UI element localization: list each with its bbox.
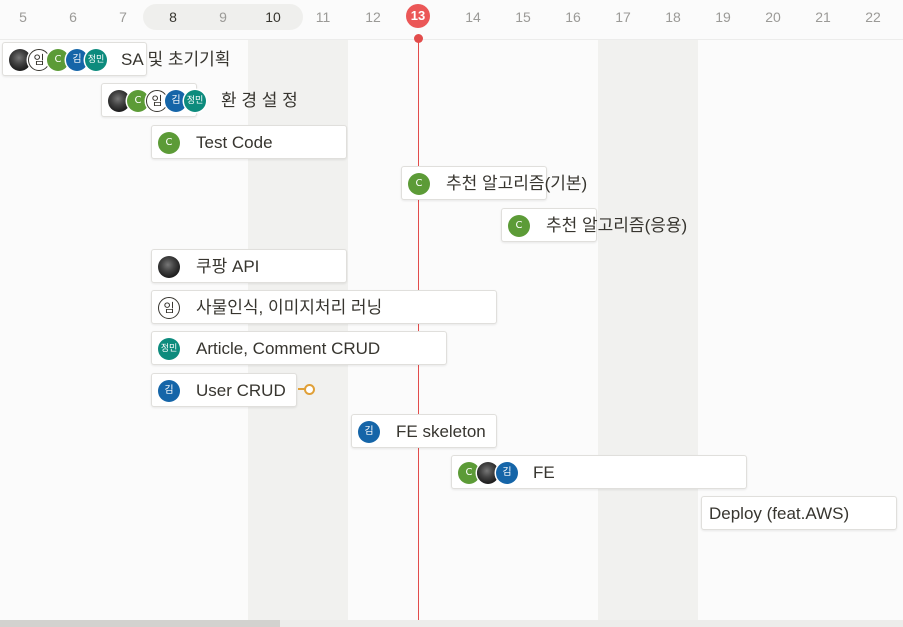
day-label[interactable]: 8 xyxy=(169,9,177,25)
timeline-header: 5 6 7 8 9 10 11 12 13 14 15 16 17 18 19 … xyxy=(0,0,903,40)
timeline-task-card[interactable]: 임 사물인식, 이미지처리 러닝 xyxy=(151,290,497,324)
today-marker-line xyxy=(418,37,419,620)
avatar-c-icon: C xyxy=(458,462,480,484)
dependency-line xyxy=(298,388,305,390)
task-title: 사물인식, 이미지처리 러닝 xyxy=(196,298,383,317)
day-label[interactable]: 21 xyxy=(815,9,831,25)
avatar-photo-icon xyxy=(108,90,130,112)
task-title: Article, Comment CRUD xyxy=(196,339,381,358)
task-title: SA 및 초기기획 xyxy=(121,50,231,69)
task-title: 쿠팡 API xyxy=(196,257,260,276)
day-label[interactable]: 10 xyxy=(265,9,281,25)
horizontal-scrollbar[interactable] xyxy=(0,620,903,627)
weekend-column xyxy=(598,40,698,620)
avatar-c-icon: C xyxy=(508,215,530,237)
day-label[interactable]: 5 xyxy=(19,9,27,25)
task-title: Test Code xyxy=(196,133,273,152)
timeline-task-card[interactable]: 김 FE skeleton xyxy=(351,414,497,448)
avatar-photo-icon xyxy=(158,256,180,278)
day-label[interactable]: 20 xyxy=(765,9,781,25)
task-title: Deploy (feat.AWS) xyxy=(709,504,850,523)
task-title: 추천 알고리즘(기본) xyxy=(446,174,588,193)
avatar-c-icon: C xyxy=(408,173,430,195)
task-title: FE skeleton xyxy=(396,422,486,441)
avatar-im-icon: 임 xyxy=(158,297,180,319)
day-label[interactable]: 15 xyxy=(515,9,531,25)
avatar-jungmin-icon: 정민 xyxy=(184,90,206,112)
day-label[interactable]: 17 xyxy=(615,9,631,25)
task-title: User CRUD xyxy=(196,381,286,400)
day-label[interactable]: 18 xyxy=(665,9,681,25)
week-highlight xyxy=(143,4,303,30)
timeline-task-card[interactable]: 쿠팡 API xyxy=(151,249,347,283)
avatar-c-icon: C xyxy=(158,132,180,154)
timeline-task-card[interactable]: 정민 Article, Comment CRUD xyxy=(151,331,447,365)
avatar-kim-icon: 김 xyxy=(358,421,380,443)
timeline-task-card[interactable]: 김 User CRUD xyxy=(151,373,297,407)
timeline-task-card[interactable]: Deploy (feat.AWS) xyxy=(701,496,897,530)
day-label[interactable]: 12 xyxy=(365,9,381,25)
avatar-jungmin-icon: 정민 xyxy=(158,338,180,360)
avatar-kim-icon: 김 xyxy=(158,380,180,402)
day-label[interactable]: 22 xyxy=(865,9,881,25)
dependency-handle[interactable] xyxy=(304,384,315,395)
avatar-kim-icon: 김 xyxy=(66,49,88,71)
task-title: FE xyxy=(533,463,555,482)
timeline-task-card[interactable]: C 추천 알고리즘(기본) xyxy=(401,166,587,200)
day-label[interactable]: 14 xyxy=(465,9,481,25)
avatar-jungmin-icon: 정민 xyxy=(85,49,107,71)
avatar-c-icon: C xyxy=(127,90,149,112)
timeline-task-card[interactable]: C 추천 알고리즘(응용) xyxy=(501,208,687,242)
day-label[interactable]: 19 xyxy=(715,9,731,25)
day-label[interactable]: 7 xyxy=(119,9,127,25)
today-marker-dot xyxy=(414,34,423,43)
day-label[interactable]: 11 xyxy=(315,9,331,25)
task-title: 추천 알고리즘(응용) xyxy=(546,216,688,235)
day-label[interactable]: 9 xyxy=(219,9,227,25)
day-label[interactable]: 16 xyxy=(565,9,581,25)
today-badge[interactable]: 13 xyxy=(406,4,430,28)
avatar-c-icon: C xyxy=(47,49,69,71)
day-label[interactable]: 6 xyxy=(69,9,77,25)
avatar-photo-icon xyxy=(9,49,31,71)
avatar-photo-icon xyxy=(477,462,499,484)
task-title: 환 경 설 정 xyxy=(221,91,298,110)
scrollbar-thumb[interactable] xyxy=(0,620,280,627)
avatar-kim-icon: 김 xyxy=(496,462,518,484)
avatar-kim-icon: 김 xyxy=(165,90,187,112)
timeline-task-card[interactable]: C Test Code xyxy=(151,125,347,159)
